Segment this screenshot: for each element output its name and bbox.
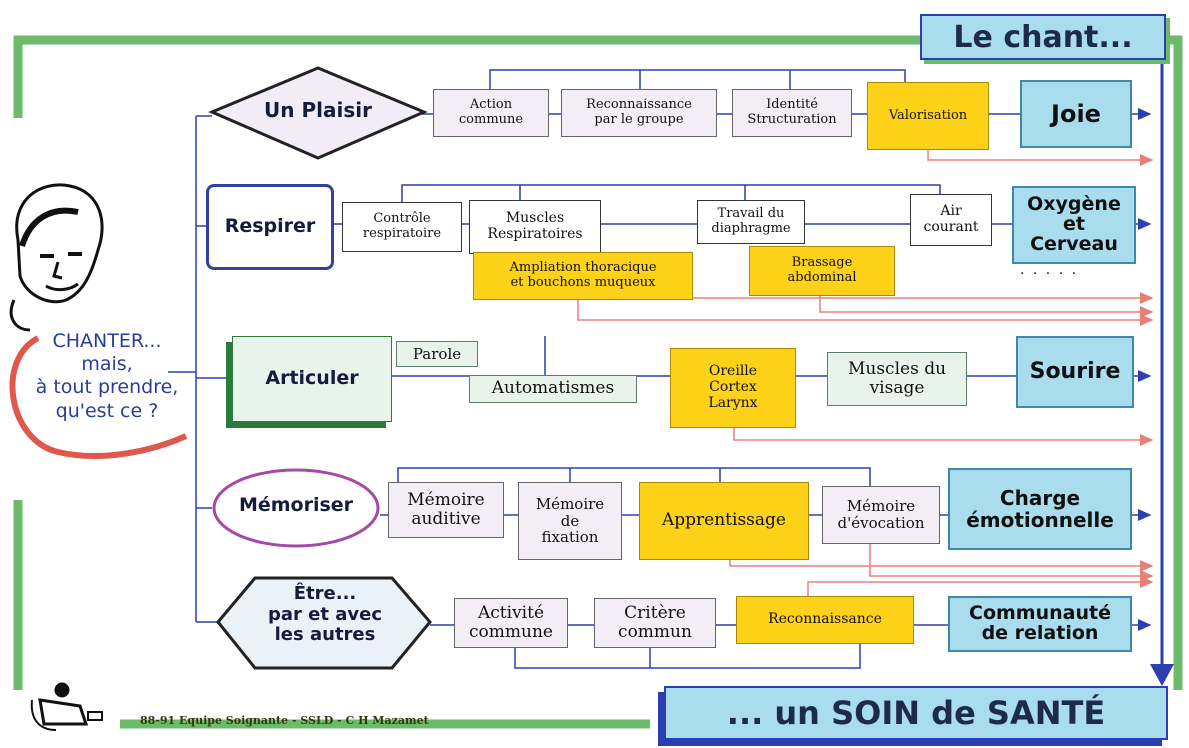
question-line-1: CHANTER... [52, 330, 162, 352]
plaisir-diamond [208, 66, 428, 160]
question-line-2: mais, [81, 353, 133, 376]
credit-text: 88-91 Equipe Soignante - SSLD - C H Maza… [140, 714, 429, 727]
step-reconnaissance-groupe: Reconnaissance par le groupe [561, 89, 717, 137]
step-muscles-respiratoires: Muscles Respiratoires [469, 200, 601, 254]
step-reconnaissance: Reconnaissance [736, 596, 914, 644]
row-label-articuler: Articuler [232, 336, 392, 422]
result-joie: Joie [1020, 80, 1132, 148]
result-oxygene-cerveau: Oxygène et Cerveau [1012, 186, 1136, 264]
step-ampliation-thoracique: Ampliation thoracique et bouchons muqueu… [473, 252, 693, 300]
step-oreille-cortex-larynx: Oreille Cortex Larynx [670, 348, 796, 428]
step-valorisation: Valorisation [867, 82, 989, 150]
result-charge-emotionnelle: Charge émotionnelle [948, 468, 1132, 550]
result-sourire: Sourire [1016, 336, 1134, 408]
row-label-etre: Être... par et avec les autres [267, 583, 382, 646]
step-controle-respiratoire: Contrôle respiratoire [342, 202, 462, 252]
step-critere-commun: Critère commun [594, 598, 716, 648]
etre-hexagon [216, 576, 432, 670]
row-label-respirer: Respirer [206, 184, 334, 270]
step-muscles-visage: Muscles du visage [827, 352, 967, 406]
memoriser-ellipse [212, 468, 380, 548]
question-arc [9, 335, 188, 459]
step-action-commune: Action commune [433, 89, 549, 137]
logo-icon [30, 682, 103, 731]
page-title: Le chant... [920, 14, 1166, 60]
step-identite: Identité Structuration [732, 89, 852, 137]
face-icon [9, 183, 104, 332]
question-text: CHANTER... mais, à tout prendre, qu'est … [14, 330, 200, 423]
step-memoire-evocation: Mémoire d'évocation [822, 486, 940, 544]
footer-title: ... un SOIN de SANTÉ [664, 686, 1168, 740]
step-travail-diaphragme: Travail du diaphragme [697, 200, 805, 244]
step-brassage-abdominal: Brassage abdominal [749, 246, 895, 296]
step-activite-commune: Activité commune [454, 598, 568, 648]
step-memoire-auditive: Mémoire auditive [388, 482, 504, 538]
row-label-plaisir: Un Plaisir [264, 98, 372, 122]
step-automatismes: Automatismes [469, 375, 637, 403]
result-dots: . . . . . [1020, 262, 1079, 278]
step-air-courant: Air courant [910, 194, 992, 246]
row-label-memoriser: Mémoriser [238, 494, 354, 516]
result-communaute-relation: Communauté de relation [948, 596, 1132, 652]
question-line-4: qu'est ce ? [55, 399, 159, 422]
step-parole: Parole [396, 341, 478, 367]
step-memoire-fixation: Mémoire de fixation [518, 482, 622, 560]
step-apprentissage: Apprentissage [639, 482, 809, 560]
green-frame [13, 35, 1183, 729]
question-line-3: à tout prendre, [35, 376, 179, 399]
